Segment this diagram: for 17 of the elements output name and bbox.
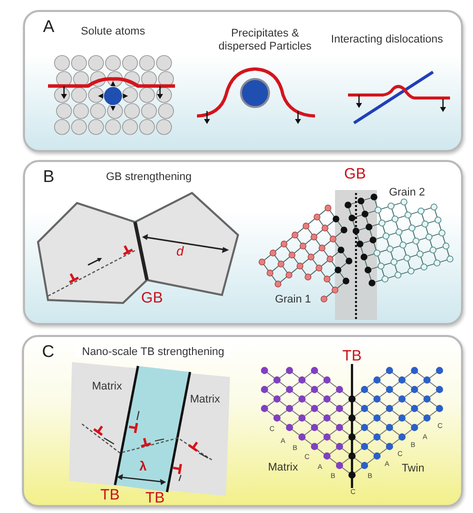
region-label: Matrix <box>267 462 299 474</box>
boundary-label: TB <box>341 347 363 365</box>
region-label: Matrix <box>189 394 221 406</box>
boundary-label: GB <box>140 289 164 307</box>
panel-letter: B <box>43 167 54 187</box>
boundary-label: TB <box>144 489 166 507</box>
boundary-label: GB <box>343 165 367 183</box>
dimension-label: d <box>175 244 185 260</box>
grain-label: Grain 1 <box>274 294 312 306</box>
panel-letter: C <box>42 342 54 362</box>
dimension-label: λ <box>138 460 148 474</box>
panel-title: Nano-scale TB strengthening <box>76 346 230 358</box>
grain-label: Grain 2 <box>388 186 426 200</box>
panel-letter: A <box>43 17 54 37</box>
boundary-label: TB <box>99 486 121 504</box>
region-label: Twin <box>400 462 426 476</box>
region-label: Matrix <box>91 380 123 394</box>
